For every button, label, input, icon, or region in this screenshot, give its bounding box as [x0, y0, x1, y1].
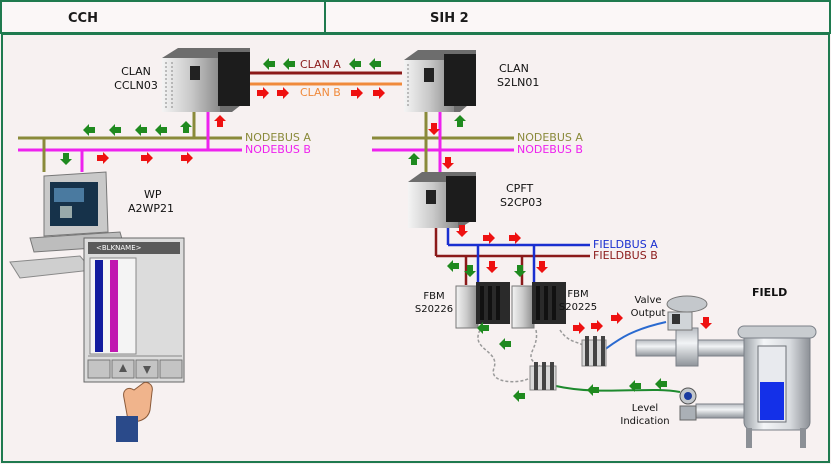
flow-arrow-icon: [408, 153, 420, 165]
terminal-block-1: [529, 362, 557, 391]
clan-left-line1: CLAN: [121, 65, 151, 78]
wp-line1: WP: [144, 188, 162, 201]
terminal-block-2: [581, 336, 607, 367]
fbm-right-line1: FBM: [567, 289, 589, 300]
flow-arrow-icon: [629, 380, 641, 392]
fbm-left-label: FBM S20226: [412, 290, 456, 316]
flow-arrow-icon: [349, 58, 361, 70]
field-tank: [737, 325, 817, 448]
fieldbus-a-label: FIELDBUS A: [593, 238, 658, 251]
flow-arrow-icon: [587, 384, 599, 396]
flow-arrow-icon: [155, 124, 167, 136]
valve-label: Valve Output: [626, 294, 670, 320]
level-line1: Level: [631, 403, 659, 414]
flow-arrow-icon: [483, 232, 495, 244]
clan-left-label: CLAN CCLN03: [106, 65, 166, 93]
flow-arrow-icon: [456, 225, 468, 237]
flow-arrow-icon: [257, 87, 269, 99]
flow-arrow-icon: [509, 232, 521, 244]
flow-arrow-icon: [477, 322, 489, 334]
flow-arrow-icon: [428, 123, 440, 135]
valve-line2: Output: [630, 308, 666, 319]
header-cch: CCH: [0, 0, 326, 34]
wp-line2: A2WP21: [128, 202, 175, 215]
clan-right-line2: S2LN01: [497, 76, 540, 89]
flow-arrow-icon: [655, 378, 667, 390]
valve-line1: Valve: [634, 295, 662, 306]
fbm-right-label: FBM S20225: [556, 288, 600, 314]
flow-arrow-icon: [486, 261, 498, 273]
level-line2: Indication: [620, 416, 670, 427]
flow-arrow-icon: [181, 152, 193, 164]
flow-arrow-icon: [97, 152, 109, 164]
nodebus-b-left-label: NODEBUS B: [245, 143, 311, 156]
flow-arrow-icon: [536, 261, 548, 273]
flow-arrow-icon: [513, 390, 525, 402]
flow-arrow-icon: [109, 124, 121, 136]
diagram-frame: [1, 33, 830, 463]
flow-arrow-icon: [83, 124, 95, 136]
flow-arrow-icon: [454, 115, 466, 127]
fbm-right-device: [511, 282, 566, 329]
header-sih2-title: SIH 2: [430, 11, 469, 26]
clan-left-device: [162, 48, 250, 112]
level-label: Level Indication: [614, 402, 676, 428]
flow-arrow-icon: [464, 265, 476, 277]
clan-b-label: CLAN B: [300, 86, 341, 99]
fbm-right-line2: S20225: [558, 302, 598, 313]
flow-arrow-icon: [135, 124, 147, 136]
flow-arrow-icon: [442, 157, 454, 169]
clan-left-line2: CCLN03: [114, 79, 158, 92]
cpft-line2: S2CP03: [500, 196, 543, 209]
flow-arrow-icon: [573, 322, 585, 334]
wp-label: WP A2WP21: [128, 188, 174, 216]
flow-arrow-icon: [263, 58, 275, 70]
flow-arrow-icon: [351, 87, 363, 99]
flow-arrow-icon: [514, 265, 526, 277]
flow-arrow-icon: [700, 317, 712, 329]
nodebus-a-right-label: NODEBUS A: [517, 131, 583, 144]
fbm-left-line2: S20226: [414, 304, 454, 315]
level-transmitter: [679, 387, 749, 421]
faceplate-panel: [83, 237, 185, 383]
flow-arrow-icon: [277, 87, 289, 99]
flow-arrow-icon: [499, 338, 511, 350]
clan-right-device: [404, 50, 476, 112]
clan-right-line1: CLAN: [499, 62, 529, 75]
flow-arrow-icon: [369, 58, 381, 70]
header-cch-title: CCH: [68, 11, 98, 26]
flow-arrow-icon: [214, 115, 226, 127]
field-label: FIELD: [752, 286, 788, 299]
flow-arrow-icon: [141, 152, 153, 164]
fbm-left-device: [455, 282, 510, 329]
clan-a-label: CLAN A: [300, 58, 341, 71]
cpft-label: CPFT S2CP03: [500, 182, 542, 210]
flow-arrow-icon: [180, 121, 192, 133]
cpft-device: [408, 172, 476, 228]
flow-arrow-icon: [447, 260, 459, 272]
wp-workstation: [9, 171, 125, 279]
flow-arrow-icon: [283, 58, 295, 70]
faceplate-title: <BLKNAME>: [96, 244, 142, 252]
flow-arrow-icon: [60, 153, 72, 165]
flow-arrow-icon: [373, 87, 385, 99]
fieldbus-b-label: FIELDBUS B: [593, 249, 658, 262]
valve-device: [635, 295, 749, 367]
clan-right-label: CLAN S2LN01: [497, 62, 539, 90]
flow-arrow-icon: [591, 320, 603, 332]
flow-arrow-icon: [611, 312, 623, 324]
nodebus-a-left-label: NODEBUS A: [245, 131, 311, 144]
fbm-left-line1: FBM: [423, 291, 445, 302]
nodebus-b-right-label: NODEBUS B: [517, 143, 583, 156]
cpft-line1: CPFT: [506, 182, 534, 195]
flow-arrows: [60, 58, 712, 402]
hand-pointer-icon: [116, 381, 153, 442]
